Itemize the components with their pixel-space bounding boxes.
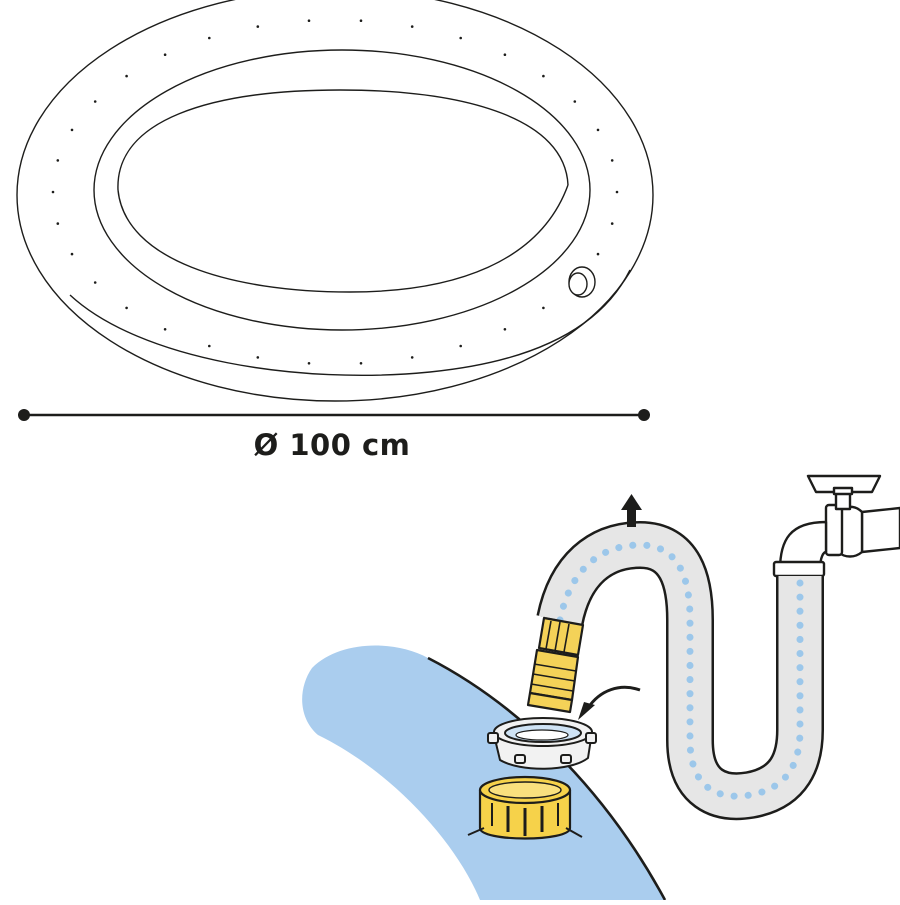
pool-seam-dots [51, 19, 619, 365]
up-arrow-icon [621, 494, 642, 527]
seam-dot [51, 190, 55, 194]
seam-dot [163, 53, 167, 56]
pool-valve [568, 266, 596, 298]
water-wall-section [302, 645, 665, 900]
dimension-line [18, 409, 650, 421]
seam-dot [503, 53, 507, 56]
seam-dot [256, 25, 260, 28]
pool-outer-edge [16, 0, 654, 402]
hose-connector [526, 616, 585, 714]
seam-dot [459, 344, 463, 348]
seam-dot [610, 159, 614, 162]
pool-inner-edge [93, 49, 591, 331]
adapter-ring [487, 717, 597, 770]
seam-dot [70, 252, 74, 256]
hose-connector-sleeve [537, 616, 585, 657]
seam-dot [256, 356, 260, 359]
garden-hose [536, 520, 824, 821]
seam-dot [596, 128, 600, 132]
pool-lower-rim [69, 269, 631, 376]
diameter-label: Ø 100 cm [253, 428, 411, 462]
seam-dot [573, 100, 577, 103]
seam-dot [208, 344, 211, 348]
seam-dot [125, 306, 128, 310]
seam-dot [503, 328, 507, 331]
pool-inner-floor [117, 89, 569, 191]
seam-dot [56, 159, 60, 162]
faucet-handle [806, 474, 882, 494]
seam-dot [163, 328, 167, 331]
yellow-cap [467, 775, 583, 840]
seam-dot [125, 74, 128, 78]
seam-dot [459, 36, 463, 40]
seam-dot [410, 356, 414, 359]
seam-dot [542, 74, 545, 78]
pool-ring [16, 0, 654, 402]
seam-dot [56, 222, 60, 225]
seam-dot [610, 222, 614, 225]
seam-dot [615, 190, 619, 194]
seam-dot [208, 36, 211, 40]
seam-dot [596, 252, 600, 256]
pool-inner-wall [117, 184, 569, 293]
curved-arrow-icon [578, 685, 641, 720]
seam-dot [542, 306, 545, 310]
seam-dot [410, 25, 414, 28]
seam-dot [93, 281, 97, 284]
seam-dot [359, 19, 363, 23]
seam-dot [70, 128, 74, 132]
seam-dot [307, 19, 311, 23]
faucet-body [860, 506, 900, 554]
hose-water-dots [556, 541, 804, 800]
dimension-endpoint-right [638, 409, 650, 421]
faucet [772, 474, 900, 578]
dimension-endpoint-left [18, 409, 30, 421]
seam-dot [93, 100, 97, 103]
seam-dot [359, 362, 363, 365]
faucet-nut [772, 560, 826, 578]
seam-dot [307, 362, 311, 365]
